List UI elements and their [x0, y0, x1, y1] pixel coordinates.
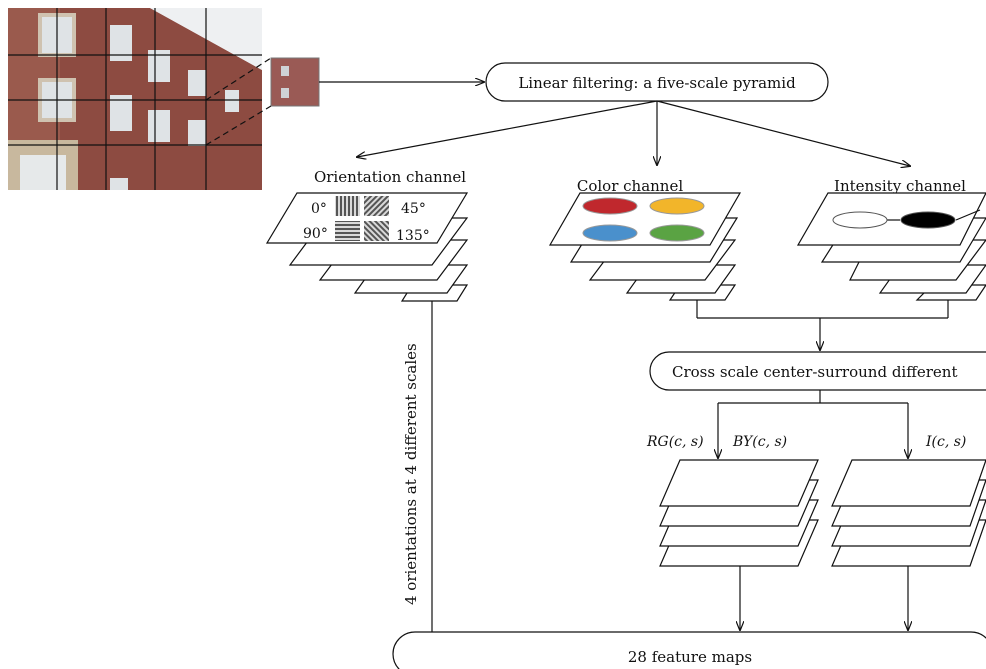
color-feature-maps	[659, 459, 819, 567]
pyramid-box-label: Linear filtering: a five-scale pyramid	[518, 74, 796, 92]
red-ellipse	[582, 197, 638, 215]
cross-scale-branch	[718, 390, 908, 404]
rg-map-label: RG(c, s)	[646, 434, 704, 450]
orientation-channel-label: Orientation channel	[314, 168, 466, 186]
intensity-layer-top	[796, 192, 986, 246]
white-ellipse	[832, 211, 888, 229]
angle-90-label: 90°	[303, 226, 328, 242]
cross-scale-box	[649, 351, 986, 391]
gabor-0-icon	[335, 196, 360, 216]
angle-45-label: 45°	[401, 201, 426, 217]
black-ellipse	[900, 211, 956, 229]
output-box-label: 28 feature maps	[628, 648, 752, 666]
gabor-45-icon	[364, 196, 389, 216]
orientation-layer-top	[265, 192, 469, 244]
color-stack	[548, 192, 742, 301]
by-map-label: BY(c, s)	[732, 434, 787, 450]
zoom-patch-window	[281, 66, 289, 76]
intensity-channel-label: Intensity channel	[834, 177, 966, 195]
color-layer-top	[548, 192, 742, 246]
intensity-stack	[796, 192, 986, 301]
vertical-scales-label: 4 orientations at 4 different scales	[402, 343, 420, 605]
image-grid	[8, 8, 262, 190]
intensity-feature-maps	[831, 459, 986, 567]
gabor-90-icon	[335, 221, 360, 241]
color-channel-label: Color channel	[577, 177, 683, 195]
arrow-to-orientation	[357, 100, 658, 157]
input-image	[8, 8, 262, 190]
gabor-135-icon	[364, 221, 389, 241]
zoom-patch	[270, 57, 320, 107]
green-ellipse	[649, 224, 705, 242]
merge-lines	[696, 300, 949, 319]
orientation-stack	[265, 192, 469, 302]
intensity-connector	[955, 209, 981, 221]
output-box	[392, 631, 986, 669]
arrow-to-intensity	[656, 100, 910, 166]
i-map-label: I(c, s)	[925, 434, 966, 450]
yellow-ellipse	[649, 197, 705, 215]
blue-ellipse	[582, 224, 638, 242]
zoom-lines	[205, 57, 272, 146]
zoom-patch-window	[281, 88, 289, 98]
angle-0-label: 0°	[311, 201, 327, 217]
cross-scale-box-label: Cross scale center-surround different	[672, 363, 958, 381]
angle-135-label: 135°	[396, 228, 430, 244]
